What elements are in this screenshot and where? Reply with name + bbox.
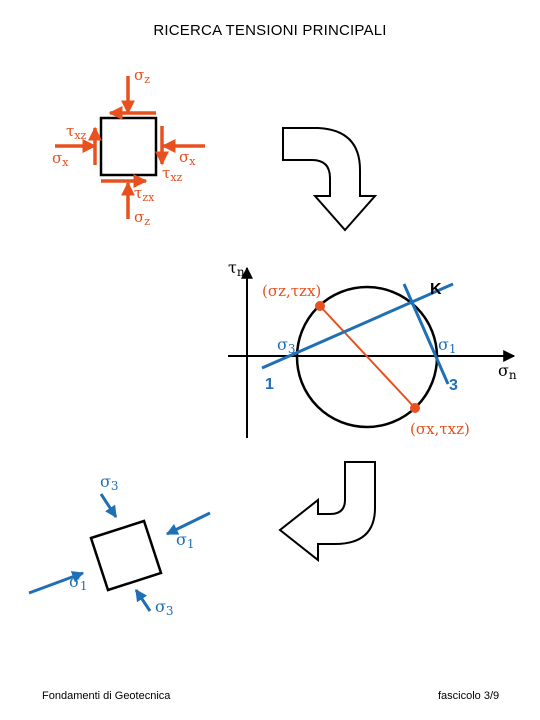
label-sigma1-right: σ1 <box>176 530 195 551</box>
top-stress-element: σz τxz σx σx τxz τzx σz <box>52 66 205 228</box>
footer-course: Fondamenti di Geotecnica <box>42 690 171 702</box>
flow-arrow-down-icon <box>282 127 378 232</box>
label-sigma3: σ3 <box>277 335 296 356</box>
label-sigma-x-right: σx <box>179 148 196 168</box>
label-point-z: (σz,τzx) <box>262 282 321 300</box>
label-sigma-n: σn <box>498 361 517 382</box>
sigma1-left-arrow <box>28 571 85 595</box>
element-square <box>99 116 158 177</box>
page-title: RICERCA TENSIONI PRINCIPALI <box>153 22 387 39</box>
label-tau-xz-right: τxz <box>162 164 183 184</box>
label-sigma3-top: σ3 <box>100 472 119 493</box>
diameter-line <box>319 305 416 409</box>
label-sigma-x-left: σx <box>52 149 69 169</box>
label-tau-xz-left: τxz <box>66 122 87 142</box>
label-line-1: 1 <box>265 376 274 393</box>
sigma3-top-arrow <box>99 493 118 519</box>
label-sigma3-bottom: σ3 <box>155 597 174 618</box>
sigma3-bottom-arrow <box>134 589 152 612</box>
point-z <box>315 301 325 311</box>
line-3-pole <box>402 283 450 385</box>
label-tau-zx-bottom: τzx <box>134 184 155 204</box>
point-x <box>410 403 420 413</box>
footer-page: fascicolo 3/9 <box>438 690 500 702</box>
sigma1-right-arrow <box>165 511 211 536</box>
mohr-diagram: τn σn (σz,τzx) (σx,τxz) K σ3 σ1 1 3 <box>228 258 517 438</box>
line-1-pole <box>261 282 454 370</box>
rotated-square <box>89 519 163 592</box>
label-sigma1-left: σ1 <box>69 572 88 593</box>
label-sigma-z-bottom: σz <box>134 208 150 228</box>
label-sigma1: σ1 <box>438 335 457 356</box>
label-point-x: (σx,τxz) <box>410 420 470 438</box>
label-pole-k: K <box>430 281 442 298</box>
bottom-stress-element: σ3 σ1 σ1 σ3 <box>28 472 211 618</box>
label-sigma-z-top: σz <box>134 66 150 86</box>
label-line-3: 3 <box>449 377 458 394</box>
flow-arrow-left-icon <box>278 461 376 563</box>
label-tau-n: τn <box>228 258 245 279</box>
